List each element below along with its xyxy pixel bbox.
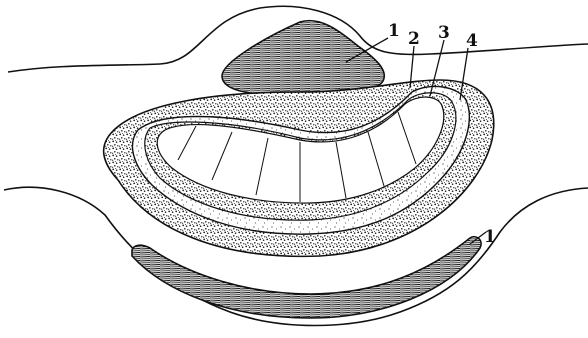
label-1-top: 1	[388, 21, 400, 41]
label-3: 3	[438, 23, 450, 43]
top-hatched-structure	[222, 21, 384, 96]
label-1-bottom: 1	[484, 227, 496, 247]
label-2: 2	[408, 29, 420, 49]
label-4: 4	[466, 31, 478, 51]
